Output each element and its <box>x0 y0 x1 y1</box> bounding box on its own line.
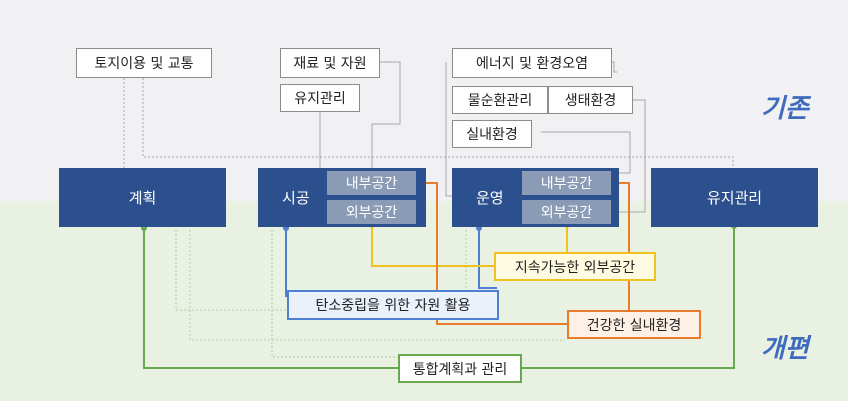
construction-outer-space: 외부공간 <box>327 200 416 224</box>
operation-outer-space: 외부공간 <box>522 200 611 224</box>
operation-inner-space: 내부공간 <box>522 171 611 195</box>
land-use-label: 토지이용 및 교통 <box>76 48 212 78</box>
construction-inner-space: 내부공간 <box>327 171 416 195</box>
energy-label: 에너지 및 환경오염 <box>452 48 612 78</box>
materials-connector <box>371 61 401 168</box>
operation-stage-label: 운영 <box>476 189 504 207</box>
land-use-to-maintenance-connector <box>142 78 734 168</box>
yellow-construction-line <box>371 225 494 267</box>
blue-construction-line <box>285 228 290 297</box>
orange-construction-line <box>420 182 568 325</box>
maintenance-top-label: 유지관리 <box>280 84 360 112</box>
existing-zone-background <box>0 0 848 201</box>
new-era-label: 개편 <box>761 334 809 364</box>
water-cycle-label: 물순환관리 <box>452 86 548 114</box>
integrated-planning-box: 통합계획과 관리 <box>398 354 522 383</box>
healthy-indoor-env-box: 건강한 실내환경 <box>567 310 701 339</box>
energy-connector <box>445 62 452 197</box>
green-planning-line <box>143 228 398 369</box>
blue-operation-line <box>478 228 497 289</box>
indoor-env-connector <box>541 131 631 174</box>
indoor-env-label: 실내환경 <box>452 120 532 148</box>
materials-label: 재료 및 자원 <box>280 48 380 78</box>
energy-right-connector <box>612 61 617 73</box>
green-maintenance-line <box>522 226 735 369</box>
ecology-label: 생태환경 <box>548 86 633 114</box>
maintenance-stage: 유지관리 <box>651 168 818 227</box>
planning-stage: 계획 <box>59 168 226 227</box>
carbon-neutral-resource-box: 탄소중립을 위한 자원 활용 <box>287 290 499 320</box>
construction-stage-label: 시공 <box>282 189 310 207</box>
sustainable-outer-space-box: 지속가능한 외부공간 <box>494 252 656 281</box>
planning-to-healthy-dotted <box>189 230 565 341</box>
planning-to-carbon-dotted <box>175 230 290 311</box>
existing-era-label: 기존 <box>761 94 809 124</box>
